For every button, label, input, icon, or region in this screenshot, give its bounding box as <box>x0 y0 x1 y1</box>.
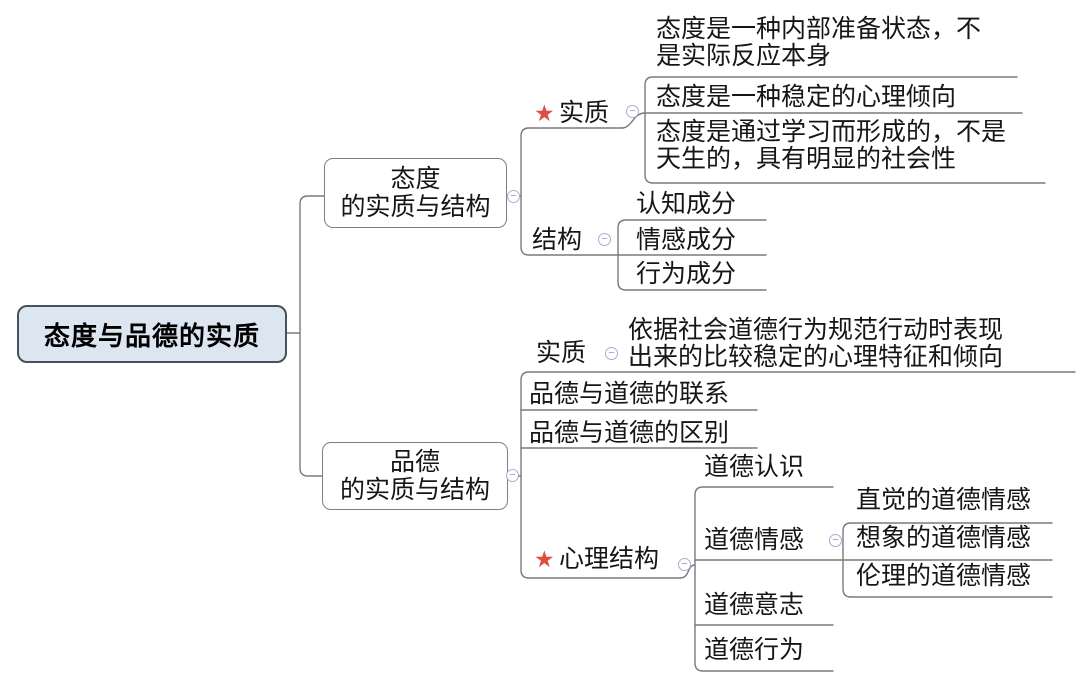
root-topic[interactable]: 态度与品德的实质 <box>17 305 287 363</box>
topic-attitude-essence[interactable]: 实质 <box>559 99 610 127</box>
subtopic-structure-behavioral[interactable]: 行为成分 <box>636 260 737 288</box>
subtopic-moral-behavior[interactable]: 道德行为 <box>704 636 805 664</box>
subtopic-emotion-imaginative[interactable]: 想象的道德情感 <box>856 524 1032 552</box>
collapse-icon[interactable]: − <box>507 190 520 203</box>
topic-attitude-line1: 态度 <box>390 165 441 193</box>
collapse-icon[interactable]: − <box>678 558 691 571</box>
subtopic-moral-essence-line2: 出来的比较稳定的心理特征和倾向 <box>628 343 1004 371</box>
collapse-icon[interactable]: − <box>605 347 618 360</box>
topic-moral-essence-structure[interactable]: 品德 的实质与结构 <box>322 442 508 510</box>
root-topic-label: 态度与品德的实质 <box>43 321 260 351</box>
collapse-icon[interactable]: − <box>598 233 611 246</box>
topic-attitude-line2: 的实质与结构 <box>340 193 491 221</box>
subtopic-essence-item1-line2: 是实际反应本身 <box>656 42 832 70</box>
subtopic-emotion-ethical[interactable]: 伦理的道德情感 <box>856 562 1032 590</box>
topic-moral-relation[interactable]: 品德与道德的联系 <box>529 380 730 408</box>
topic-moral-essence[interactable]: 实质 <box>536 339 587 367</box>
subtopic-moral-cognition[interactable]: 道德认识 <box>704 453 805 481</box>
subtopic-essence-item1[interactable]: 态度是一种内部准备状态，不 是实际反应本身 <box>656 16 981 70</box>
subtopic-essence-item3-line1: 态度是通过学习而形成的，不是 <box>656 118 1007 146</box>
priority-star-icon: ★ <box>534 546 555 572</box>
subtopic-structure-affective[interactable]: 情感成分 <box>636 226 737 254</box>
subtopic-moral-emotion[interactable]: 道德情感 <box>704 526 805 554</box>
priority-star-icon: ★ <box>534 100 555 126</box>
subtopic-essence-item1-line1: 态度是一种内部准备状态，不 <box>656 15 982 43</box>
subtopic-essence-item3-line2: 天生的，具有明显的社会性 <box>656 145 957 173</box>
topic-attitude-structure[interactable]: 结构 <box>532 226 583 254</box>
collapse-icon[interactable]: − <box>626 105 639 118</box>
topic-attitude-essence-structure[interactable]: 态度 的实质与结构 <box>324 158 507 228</box>
subtopic-moral-essence-item[interactable]: 依据社会道德行为规范行动时表现 出来的比较稳定的心理特征和倾向 <box>628 317 1003 371</box>
subtopic-moral-will[interactable]: 道德意志 <box>704 591 805 619</box>
subtopic-essence-item2[interactable]: 态度是一种稳定的心理倾向 <box>656 83 957 111</box>
topic-moral-line1: 品德 <box>389 448 440 476</box>
subtopic-emotion-intuitive[interactable]: 直觉的道德情感 <box>856 486 1032 514</box>
topic-psych-structure[interactable]: 心理结构 <box>559 545 660 573</box>
topic-moral-line2: 的实质与结构 <box>339 476 490 504</box>
subtopic-essence-item3[interactable]: 态度是通过学习而形成的，不是 天生的，具有明显的社会性 <box>656 119 1006 173</box>
collapse-icon[interactable]: − <box>506 469 519 482</box>
subtopic-structure-cognitive[interactable]: 认知成分 <box>636 190 737 218</box>
subtopic-moral-essence-line1: 依据社会道德行为规范行动时表现 <box>628 316 1004 344</box>
collapse-icon[interactable]: − <box>829 534 842 547</box>
topic-moral-distinction[interactable]: 品德与道德的区别 <box>529 419 730 447</box>
